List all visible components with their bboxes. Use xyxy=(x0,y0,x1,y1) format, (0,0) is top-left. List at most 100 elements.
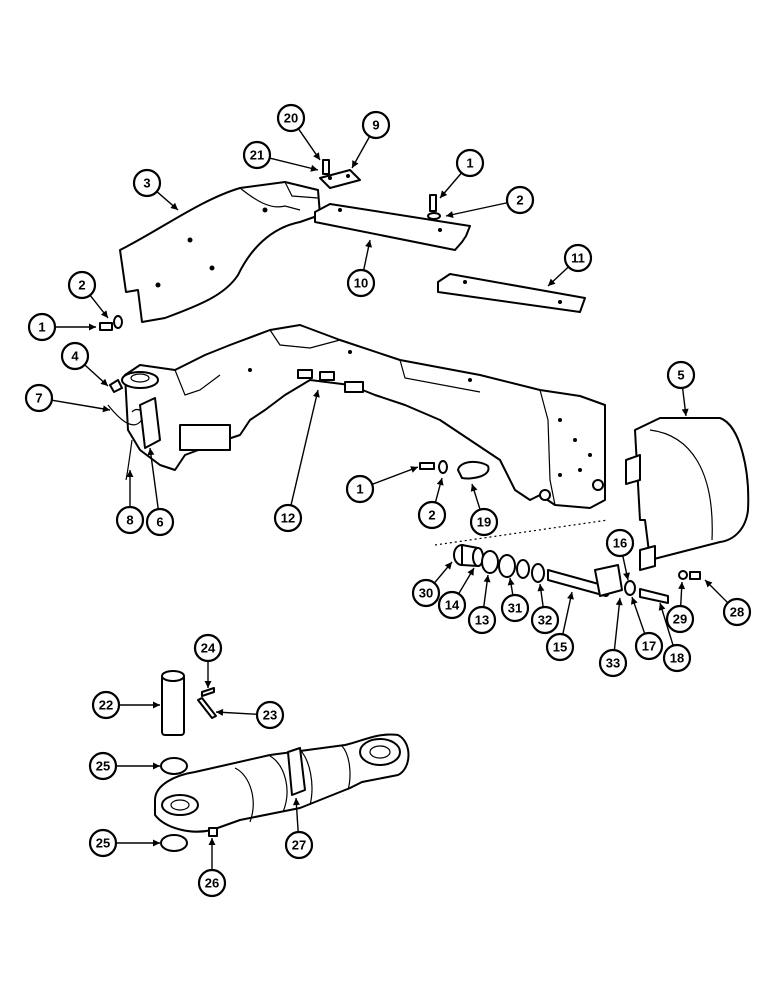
leader-arrowhead-6 xyxy=(147,448,155,456)
leader-line-33 xyxy=(613,597,621,651)
callout-circle xyxy=(273,503,303,533)
callout-label: 33 xyxy=(606,656,620,671)
leader-arrowhead-9 xyxy=(352,160,359,168)
leader-arrowhead-29 xyxy=(678,582,686,590)
callout-label: 9 xyxy=(372,118,379,133)
leader-arrowhead-25 xyxy=(153,762,160,770)
callout-label: 6 xyxy=(156,515,163,530)
callout-label: 17 xyxy=(642,639,656,654)
callout-19: 19 xyxy=(469,507,499,537)
callout-circle xyxy=(346,268,376,298)
leader-arrowhead-2 xyxy=(436,478,444,486)
callout-circle xyxy=(530,605,560,635)
callout-14: 14 xyxy=(437,590,467,620)
leader-arrowhead-25 xyxy=(153,839,160,847)
leader-line-15 xyxy=(562,591,573,635)
callout-2: 2 xyxy=(67,270,97,300)
callout-circle xyxy=(60,341,90,371)
callout-circle xyxy=(455,148,485,178)
support-bar-upper-part xyxy=(314,203,471,251)
leader-arrowhead-33 xyxy=(615,598,623,606)
callout-22: 22 xyxy=(91,690,121,720)
callout-12: 12 xyxy=(273,503,303,533)
callout-label: 29 xyxy=(673,612,687,627)
callout-label: 27 xyxy=(292,838,306,853)
callout-circle xyxy=(662,643,692,673)
callout-4: 4 xyxy=(60,341,90,371)
callout-circle xyxy=(605,528,635,558)
callout-label: 24 xyxy=(201,641,216,656)
callout-20: 20 xyxy=(276,103,306,133)
callout-circle xyxy=(361,110,391,140)
callout-label: 16 xyxy=(613,536,627,551)
leader-arrowhead-26 xyxy=(208,838,216,845)
callout-15: 15 xyxy=(545,632,575,662)
o-ring-lower-part xyxy=(160,834,188,852)
callout-16: 16 xyxy=(605,528,635,558)
leader-line-7 xyxy=(51,399,111,411)
callout-circle xyxy=(469,507,499,537)
callout-2: 2 xyxy=(417,500,447,530)
callout-label: 32 xyxy=(538,613,552,628)
leader-arrowhead-11 xyxy=(548,278,556,286)
callout-circle xyxy=(345,474,375,504)
callout-label: 23 xyxy=(263,708,277,723)
callout-circle xyxy=(417,500,447,530)
callout-33: 33 xyxy=(598,648,628,678)
callout-13: 13 xyxy=(467,605,497,635)
callout-circle xyxy=(242,140,272,170)
small-bolt-part xyxy=(322,159,330,175)
leader-arrowhead-3 xyxy=(170,202,178,210)
callout-circle xyxy=(193,633,223,663)
clamp-part xyxy=(125,397,161,481)
leader-line-6 xyxy=(149,447,159,510)
leader-arrowhead-10 xyxy=(365,240,372,248)
callout-21: 21 xyxy=(242,140,272,170)
leader-arrowhead-13 xyxy=(483,575,491,583)
leader-arrowhead-16 xyxy=(623,572,630,580)
link-plate-part xyxy=(457,460,490,480)
callout-30: 30 xyxy=(411,578,441,608)
callout-circle xyxy=(284,830,314,860)
leader-arrowhead-20 xyxy=(313,152,320,160)
callout-label: 5 xyxy=(677,368,684,383)
pin-part xyxy=(161,670,185,736)
callout-label: 22 xyxy=(99,698,113,713)
grease-fitting-part xyxy=(208,827,218,837)
small-bolt-left-part xyxy=(109,379,123,393)
callout-circle xyxy=(563,243,593,273)
leader-arrowhead-2 xyxy=(100,310,108,318)
callout-label: 19 xyxy=(477,515,491,530)
front-cover-part xyxy=(119,181,321,323)
callout-label: 4 xyxy=(71,349,79,364)
callout-label: 31 xyxy=(508,601,522,616)
leader-arrowhead-32 xyxy=(537,584,545,592)
callout-label: 28 xyxy=(730,605,744,620)
callout-3: 3 xyxy=(132,168,162,198)
callout-circle xyxy=(276,103,306,133)
callout-18: 18 xyxy=(662,643,692,673)
callout-17: 17 xyxy=(634,631,664,661)
callout-circle xyxy=(500,593,530,623)
callout-circle xyxy=(88,828,118,858)
callout-label: 2 xyxy=(78,278,85,293)
callout-32: 32 xyxy=(530,605,560,635)
callout-29: 29 xyxy=(665,604,695,634)
leader-arrowhead-1 xyxy=(410,466,418,473)
callout-circle xyxy=(67,270,97,300)
callout-label: 26 xyxy=(205,876,219,891)
callout-label: 1 xyxy=(466,156,473,171)
callout-circle xyxy=(145,507,175,537)
callout-24: 24 xyxy=(193,633,223,663)
callout-label: 3 xyxy=(143,176,150,191)
callout-circle xyxy=(88,751,118,781)
callout-circle xyxy=(437,590,467,620)
callout-10: 10 xyxy=(346,268,376,298)
callout-5: 5 xyxy=(666,360,696,390)
callout-label: 15 xyxy=(553,640,567,655)
leader-arrowhead-18 xyxy=(658,603,666,611)
callout-25: 25 xyxy=(88,828,118,858)
leader-arrowhead-2 xyxy=(446,211,454,218)
leader-arrowhead-5 xyxy=(681,408,689,416)
